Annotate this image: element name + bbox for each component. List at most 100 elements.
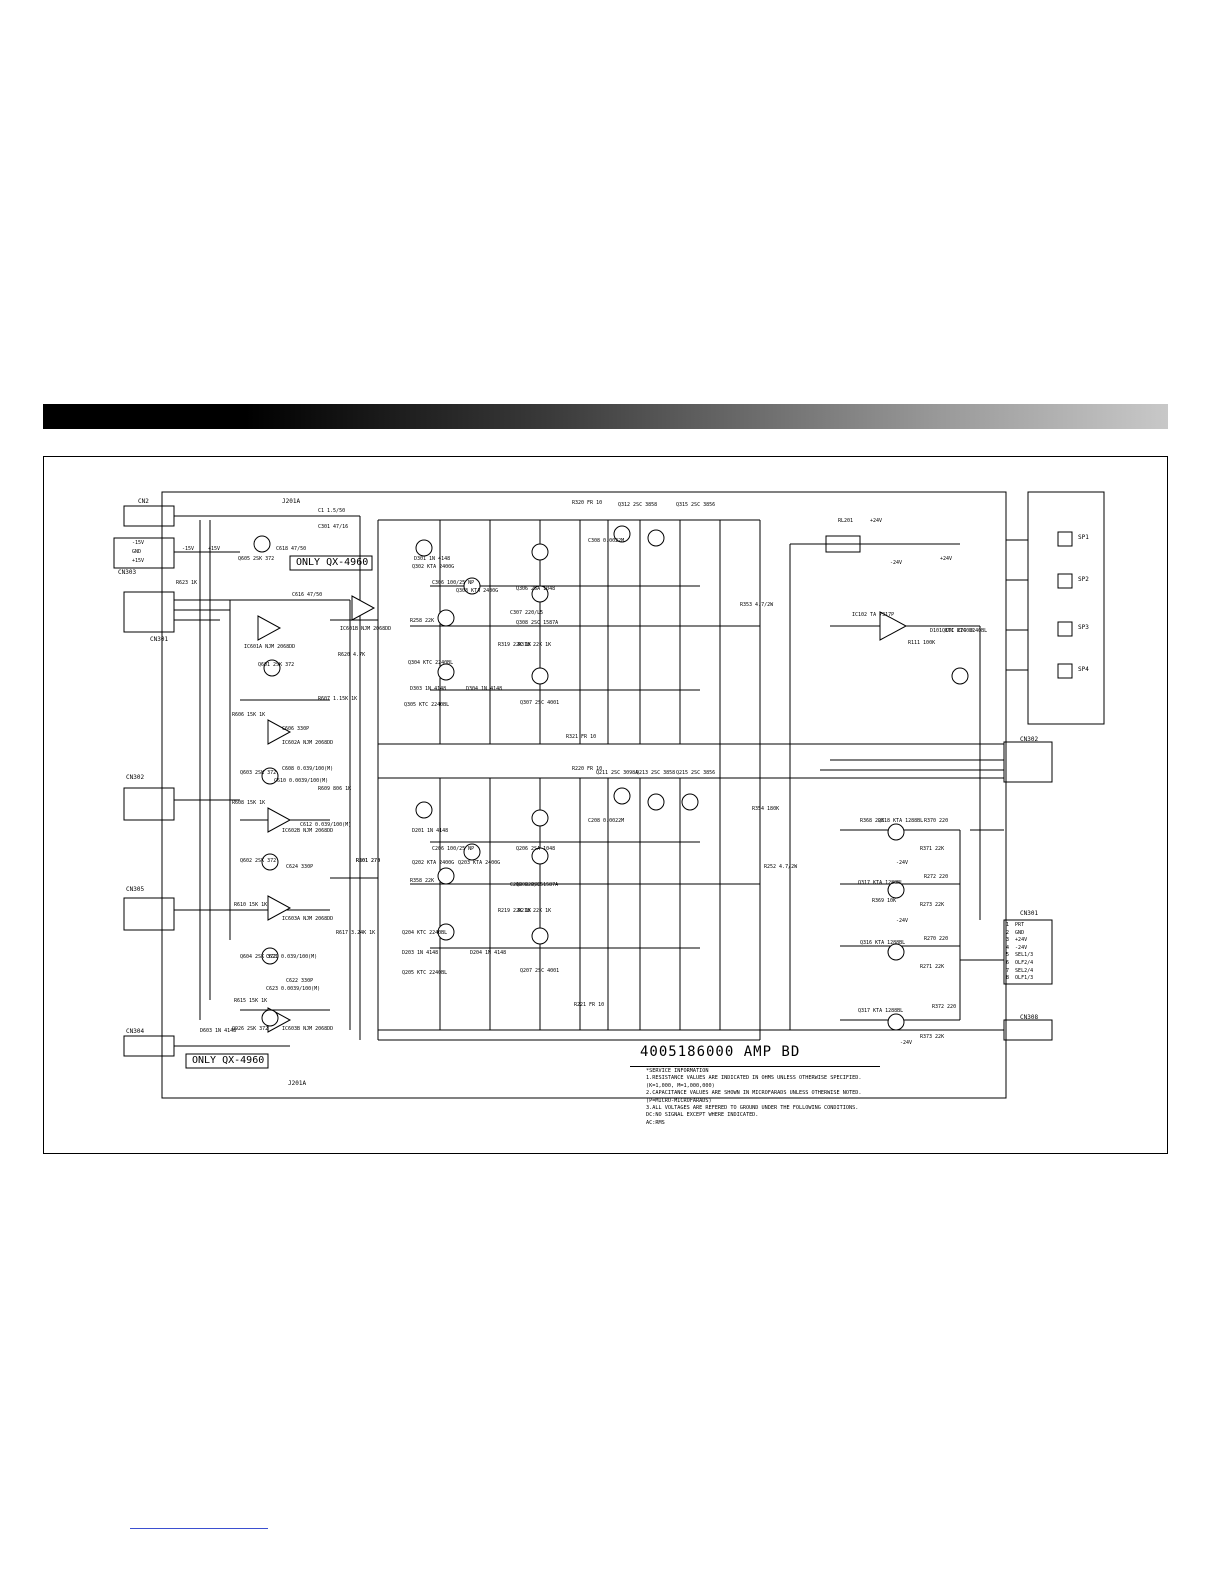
connector-cn303: CN303 <box>118 569 137 576</box>
capacitor-label: C206 100/25 NP <box>432 846 475 852</box>
cn301-pin-row: 4 -24V <box>1006 945 1033 953</box>
capacitor-label: C606 330P <box>282 726 310 732</box>
ic-label: IC602A NJM 2068DD <box>282 740 334 746</box>
capacitor-label: C616 47/50 <box>292 592 323 598</box>
transistor-label: Q317 KTA 1288BL <box>858 880 904 886</box>
resistor-label: R258 22K <box>410 618 435 624</box>
footer-link-underline[interactable] <box>130 1528 268 1529</box>
pin-label: PRT <box>1015 922 1025 928</box>
pin-number: 7 <box>1006 967 1010 974</box>
resistor-label: R219 22K 1K <box>498 908 532 914</box>
capacitor-label: C618 47/50 <box>276 546 307 552</box>
transistor-label: Q307 2SC 4001 <box>520 700 560 706</box>
capacitor-label: C308 0.0022M <box>588 538 625 544</box>
resistor-label: R301 270 <box>356 858 381 864</box>
transistor-label: Q317 KTA 1288BL <box>858 1008 904 1014</box>
resistor-label: R353 4.7/2W <box>740 602 774 608</box>
transistor-label: Q605 2SK 372 <box>238 556 275 562</box>
resistor-label: R220 FR 10 <box>572 766 603 772</box>
speaker-sp1: SP1 <box>1078 534 1089 541</box>
transistor-label: Q205 KTC 2240BL <box>402 970 448 976</box>
speaker-sp4: SP4 <box>1078 666 1089 673</box>
pin-number: 2 <box>1006 929 1010 936</box>
cn303-pin: GND <box>132 549 142 555</box>
ic-label: IC601A NJM 2068DD <box>244 644 296 650</box>
transistor-symbol <box>647 529 665 547</box>
resistor-label: R201 270 <box>356 858 381 864</box>
transistor-symbol <box>887 1013 905 1031</box>
transistor-symbol <box>647 793 665 811</box>
transistor-label: Q208 2SC 1587A <box>516 882 559 888</box>
capacitor-label: C608 0.039/100(M) <box>282 766 334 772</box>
supply-label: +15V <box>208 546 221 552</box>
transistor-label: Q213 2SC 3858 <box>636 770 676 776</box>
supply-label: -15V <box>182 546 195 552</box>
speaker-sp2: SP2 <box>1078 576 1089 583</box>
pin-label: GND <box>1015 929 1025 936</box>
connector-cn301: CN301 <box>150 636 169 643</box>
transistor-label: Q101 KTC 2240BL <box>942 628 988 634</box>
resistor-label: R358 22K <box>410 878 435 884</box>
transistor-symbol <box>681 793 699 811</box>
resistor-label: R318 22K 1K <box>518 642 552 648</box>
diode-label: D203 1N 4148 <box>402 950 439 956</box>
pin-label: OLF1/3 <box>1015 975 1034 982</box>
service-info-line: AC:RMS <box>646 1119 665 1126</box>
diode-label: D204 1N 4148 <box>470 950 507 956</box>
resistor-label: R617 3.24K 1K <box>336 930 376 936</box>
transistor-label: Q304 KTC 2240BL <box>408 660 454 666</box>
transistor-label: Q203 KTA 2400G <box>458 860 501 866</box>
transistor-symbol <box>437 609 455 627</box>
transistor-symbol <box>887 943 905 961</box>
transistor-label: Q312 2SC 3858 <box>618 502 658 508</box>
supply-label: +24V <box>870 518 883 524</box>
service-info-line: (P=MICRO-MICROFARADS) <box>646 1097 712 1104</box>
transistor-symbol <box>253 535 271 553</box>
transistor-symbol <box>261 947 279 965</box>
connector-cn301-right: CN301 <box>1020 910 1039 917</box>
cn301-pin-row: 6 OLF2/4 <box>1006 960 1033 968</box>
board-title: 4005186000 AMP BD <box>640 1044 801 1060</box>
transistor-label: Q602 2SK 372 <box>240 858 277 864</box>
connector-j201a-bottom: J201A <box>288 1080 307 1087</box>
resistor-label: R252 4.7/2W <box>764 864 798 870</box>
supply-label: -24V <box>896 918 909 924</box>
transistor-label: Q315 2SC 3856 <box>676 502 716 508</box>
connector-cn302-right: CN302 <box>1020 736 1039 743</box>
capacitor-label: C623 0.0039/100(M) <box>266 986 321 992</box>
transistor-symbol <box>531 847 549 865</box>
supply-label: +24V <box>940 556 953 562</box>
pin-label: +24V <box>1015 937 1028 944</box>
connector-cn304: CN304 <box>126 1028 145 1035</box>
transistor-label: Q302 KTA 2400G <box>412 564 455 570</box>
transistor-label: Q303 KTA 2400G <box>456 588 499 594</box>
transistor-label: Q308 2SC 1587A <box>516 620 559 626</box>
diode-label: D603 1N 4148 <box>200 1028 237 1034</box>
cn301-pin-row: 3 +24V <box>1006 937 1033 945</box>
capacitor-label: C622 330P <box>286 978 314 984</box>
transistor-symbol <box>531 585 549 603</box>
diode-label: D201 1N 4148 <box>412 828 449 834</box>
transistor-symbol <box>263 659 281 677</box>
transistor-label: Q604 2SK 372 <box>240 954 277 960</box>
resistor-label: R370 220 <box>924 818 949 824</box>
capacitor-label: C624 330P <box>286 864 314 870</box>
transistor-label: Q206 2SA 1048 <box>516 846 556 852</box>
transistor-label: Q316 KTA 1288BL <box>860 940 906 946</box>
pin-number: 4 <box>1006 944 1010 951</box>
resistor-label: R623 1K <box>176 580 198 586</box>
transistor-label: Q215 2SC 3856 <box>676 770 716 776</box>
service-info-line: DC:NO SIGNAL EXCEPT WHERE INDICATED. <box>646 1112 759 1119</box>
cn301-pin-row: 1 PRT <box>1006 922 1033 930</box>
cn301-pin-row: 8 OLF1/3 <box>1006 975 1033 983</box>
resistor-label: R610 15K 1K <box>234 902 268 908</box>
transistor-symbol <box>437 923 455 941</box>
capacitor-label: C218 220/L5 <box>510 882 544 888</box>
transistor-label: Q603 2SK 372 <box>240 770 277 776</box>
resistor-label: R368 22K <box>860 818 885 824</box>
transistor-symbol <box>531 927 549 945</box>
resistor-label: R373 22K <box>920 1034 945 1040</box>
transistor-symbol <box>437 867 455 885</box>
resistor-label: R218 22K 1K <box>518 908 552 914</box>
